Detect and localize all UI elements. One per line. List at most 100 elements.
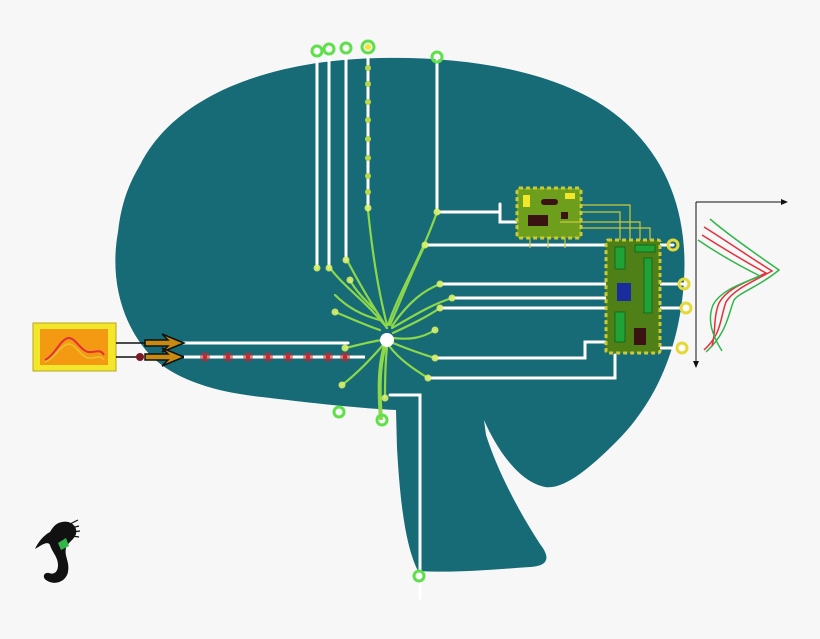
neuron-node [341, 344, 349, 352]
neuron-node [342, 256, 350, 264]
signal-bead [365, 99, 371, 105]
dendrite [366, 208, 389, 327]
terminal-top-active [360, 39, 376, 55]
signal-pulse [202, 354, 208, 360]
plot-trace-green [705, 218, 781, 353]
signal-pulse [245, 354, 251, 360]
terminal-bottom [332, 405, 346, 419]
mcu-chip-blue [617, 283, 631, 301]
signal-pulse [325, 354, 331, 360]
microcontroller-icon [604, 238, 662, 355]
plot-trace-green [697, 239, 762, 352]
dendrite [333, 293, 382, 322]
neuron-node [433, 208, 441, 216]
seahorse-body [35, 521, 77, 583]
neuron-node [346, 276, 354, 284]
neuron-node [421, 241, 429, 249]
neuron-node [436, 280, 444, 288]
neuron-soma [380, 333, 394, 347]
terminal-top [339, 41, 353, 55]
signal-bead [365, 81, 371, 87]
terminal-output [679, 301, 693, 315]
terminal-top [322, 42, 336, 56]
signal-pulses [200, 352, 350, 362]
board-chip-dark [528, 215, 548, 226]
neuron-node [431, 326, 439, 334]
wire-bundle [166, 48, 688, 600]
wire-mcu-6 [426, 353, 617, 380]
neuron-node [313, 264, 321, 272]
terminal-output [675, 341, 689, 355]
plot-arrowhead-x [781, 199, 788, 205]
signal-bead [365, 136, 371, 142]
mcu-chip-strip [643, 257, 653, 314]
neuron [328, 208, 454, 400]
dendrite [391, 306, 442, 335]
dendrite [340, 343, 385, 387]
signal-bead [365, 189, 371, 195]
board-chip-yellow [565, 193, 575, 199]
terminal-spine [412, 569, 426, 583]
wire-mcu-5 [433, 340, 608, 360]
dendrite [391, 328, 437, 340]
neuron-node [331, 308, 339, 316]
circuit-board-icon [515, 186, 583, 240]
signal-bead [365, 117, 371, 123]
plot-trace-red [703, 226, 774, 351]
signal-pulse [342, 354, 348, 360]
dendrite [390, 296, 454, 330]
wire-board-link [498, 202, 520, 224]
plot-traces [697, 218, 781, 353]
arrow-upper [144, 333, 186, 353]
board-chip-dark [541, 199, 558, 205]
neuron-node [431, 354, 439, 362]
signal-bead [365, 65, 371, 71]
terminal-output [666, 238, 680, 252]
seahorse-mane [69, 519, 81, 538]
seahorse-logo-icon [35, 519, 81, 583]
mcu-chip-dark [634, 328, 646, 345]
signal-pulse [285, 354, 291, 360]
board-chip-yellow [523, 195, 530, 207]
signal-pulse [305, 354, 311, 360]
signal-beads [365, 65, 371, 195]
terminal-core [365, 44, 371, 50]
board-chip-dark [561, 212, 568, 219]
dendrite [346, 260, 389, 330]
neuron-node [436, 304, 444, 312]
dendrite [333, 310, 382, 332]
neuron-node [325, 264, 333, 272]
neuron-node [364, 204, 372, 212]
input-arrows [116, 333, 186, 367]
terminals [310, 39, 693, 583]
mcu-chip-top [634, 244, 656, 253]
board-traces [529, 204, 651, 248]
signal-bead [365, 173, 371, 179]
plot-axes-icon [693, 199, 788, 368]
terminal-top [430, 50, 444, 64]
neuron-node [381, 394, 389, 402]
terminal-top [310, 44, 324, 58]
mcu-chip-strip [614, 311, 626, 343]
terminal-bottom [375, 413, 389, 427]
dendrite [388, 345, 430, 380]
signal-panel-icon [32, 322, 117, 372]
input-node [136, 353, 144, 361]
plot-arrowhead-y [693, 361, 699, 368]
neuron-node [338, 381, 346, 389]
terminal-output [677, 277, 691, 291]
mcu-chip-strip [614, 246, 626, 270]
dendrite [390, 282, 442, 328]
signal-pulse [265, 354, 271, 360]
wire-spine [388, 393, 422, 600]
arrow-lower [144, 347, 186, 367]
signal-bead [365, 155, 371, 161]
dendrite [386, 210, 439, 327]
seahorse-badge [58, 538, 69, 550]
neuron-node [424, 374, 432, 382]
neuron-nodes [313, 204, 456, 402]
neuron-node [448, 294, 456, 302]
dendrite [388, 243, 427, 327]
